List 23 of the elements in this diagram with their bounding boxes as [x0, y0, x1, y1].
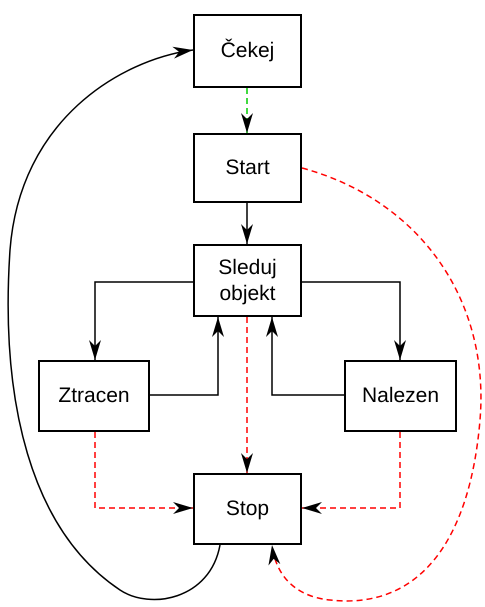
state-box — [193, 473, 302, 545]
state-label: Stop — [226, 496, 270, 522]
arrow — [241, 88, 253, 133]
arrow — [266, 317, 344, 396]
state-box — [344, 360, 457, 432]
state-box — [38, 360, 150, 432]
arrow — [302, 432, 401, 514]
arrow — [150, 317, 224, 396]
arrow — [89, 281, 193, 360]
arrow — [94, 432, 193, 514]
arrow — [302, 281, 406, 360]
state-label: Start — [225, 155, 270, 181]
state-label: Sleduj objekt — [217, 255, 278, 306]
arrow — [241, 203, 253, 244]
state-label: Ztracen — [58, 383, 130, 409]
arrow — [241, 317, 253, 473]
state-box — [193, 14, 302, 88]
state-box — [193, 133, 302, 203]
state-label: Čekej — [220, 38, 274, 64]
state-box — [193, 244, 302, 317]
state-label: Nalezen — [362, 383, 440, 409]
arrow — [269, 167, 482, 602]
arrow — [8, 48, 221, 600]
